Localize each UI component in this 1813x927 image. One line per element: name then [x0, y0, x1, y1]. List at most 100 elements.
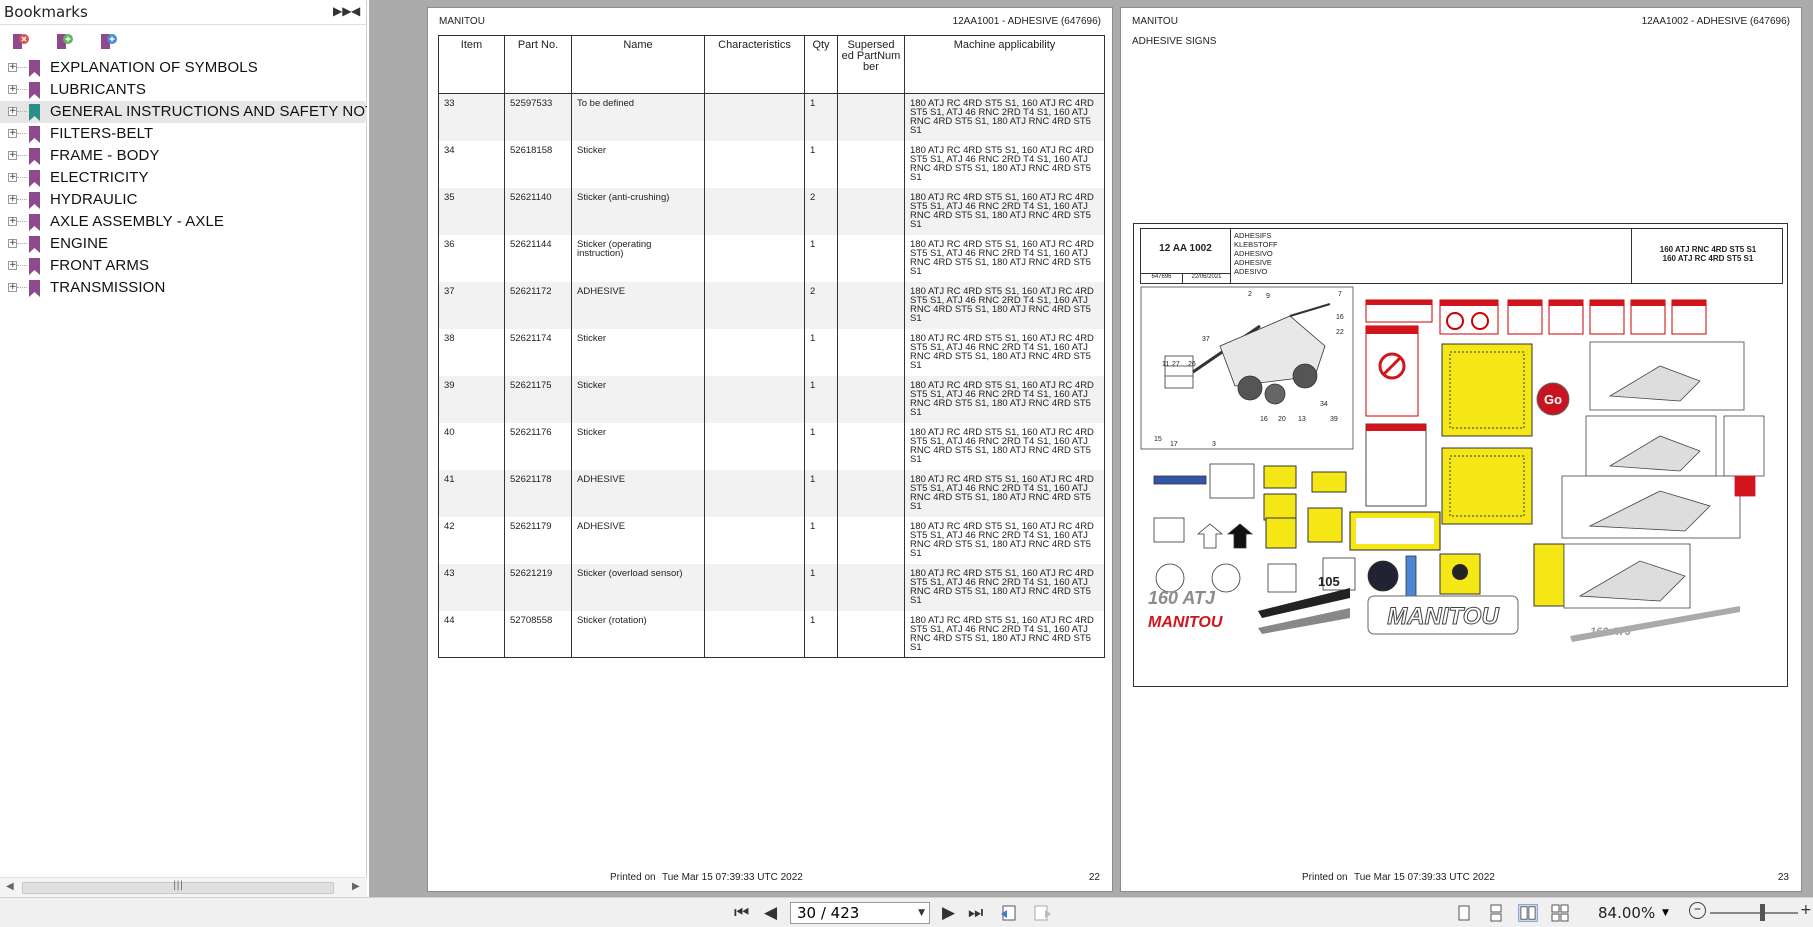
zoom-out-icon[interactable]: – — [1689, 902, 1706, 919]
svg-text:16: 16 — [1336, 314, 1344, 321]
scroll-right-icon[interactable]: ▶ — [352, 881, 360, 892]
single-page-view-icon[interactable] — [1454, 904, 1474, 922]
superseded-part-cell — [837, 375, 905, 423]
bookmark-item[interactable]: +FILTERS-BELT — [0, 123, 367, 145]
page-brand: MANITOU — [1132, 16, 1178, 27]
tree-connector — [17, 155, 27, 156]
bookmark-item[interactable]: +AXLE ASSEMBLY - AXLE — [0, 211, 367, 233]
drawing-code: 12 AA 1002 — [1141, 229, 1231, 273]
svg-text:11: 11 — [1162, 361, 1169, 368]
model-logo-grey: 160 ATJ — [1148, 588, 1216, 608]
printed-date: Tue Mar 15 07:39:33 UTC 2022 — [662, 872, 803, 883]
bookmark-item[interactable]: +FRONT ARMS — [0, 255, 367, 277]
bookmarks-header: Bookmarks ▶▶ ◀ — [0, 0, 366, 25]
machine-applicability-cell: 180 ATJ RC 4RD ST5 S1, 160 ATJ RC 4RD ST… — [904, 234, 1105, 282]
svg-text:3: 3 — [1212, 441, 1216, 448]
yellow-instruction-stickers — [1263, 343, 1565, 607]
bookmark-item[interactable]: +GENERAL INSTRUCTIONS AND SAFETY NOTICES — [0, 101, 367, 123]
scrollbar-thumb[interactable]: ||| — [22, 880, 334, 894]
last-page-icon[interactable]: ⏭ — [968, 903, 984, 923]
part-name-cell: Sticker — [571, 375, 705, 423]
quantity-cell: 1 — [804, 469, 838, 517]
bookmark-item[interactable]: + ELECTRICITY — [0, 167, 367, 189]
bookmark-item[interactable]: +EXPLANATION OF SYMBOLS — [0, 57, 367, 79]
go-sticker: Go — [1536, 382, 1570, 416]
zoom-level[interactable]: 84.00% — [1598, 904, 1656, 922]
machine-applicability-cell: 180 ATJ RC 4RD ST5 S1, 160 ATJ RC 4RD ST… — [904, 375, 1105, 423]
bookmark-flag-icon — [29, 236, 40, 253]
superseded-part-cell — [837, 281, 905, 329]
expand-icon[interactable]: + — [8, 84, 17, 94]
part-number-cell: 52621140 — [504, 187, 572, 235]
bookmark-flag-icon — [29, 82, 40, 99]
part-number-cell: 52621176 — [504, 422, 572, 470]
expand-panel-icon[interactable]: ▶▶ — [333, 4, 352, 18]
characteristics-cell — [704, 469, 805, 517]
part-name-cell: ADHESIVE — [571, 469, 705, 517]
bookmark-label: LUBRICANTS — [50, 81, 147, 98]
item-number-cell: 36 — [438, 234, 505, 282]
bookmark-item[interactable]: +FRAME - BODY — [0, 145, 367, 167]
sidebar-horizontal-scrollbar[interactable]: ◀ ||| ▶ — [0, 877, 367, 897]
item-number-cell: 33 — [438, 93, 505, 141]
expand-icon[interactable]: + — [8, 216, 17, 226]
two-page-view-icon[interactable] — [1518, 904, 1538, 922]
scroll-left-icon[interactable]: ◀ — [6, 881, 14, 892]
manitou-logo-red: MANITOU — [1148, 614, 1223, 631]
expand-icon[interactable]: + — [8, 194, 17, 204]
parts-table: Item Part No. Name Characteristics Qty S… — [438, 35, 1105, 658]
superseded-part-cell — [837, 93, 905, 141]
machine-applicability-cell: 180 ATJ RC 4RD ST5 S1, 160 ATJ RC 4RD ST… — [904, 610, 1105, 658]
item-number-cell: 38 — [438, 328, 505, 376]
collapse-panel-icon[interactable]: ◀ — [351, 4, 361, 18]
bookmark-item[interactable]: +HYDRAULIC — [0, 189, 367, 211]
quantity-cell: 1 — [804, 563, 838, 611]
next-page-icon[interactable]: ▶ — [942, 903, 956, 923]
expand-icon[interactable]: + — [8, 282, 17, 292]
go-back-view-icon[interactable] — [1000, 904, 1020, 922]
tree-connector — [17, 199, 27, 200]
expand-icon[interactable]: + — [8, 260, 17, 270]
item-number-cell: 43 — [438, 563, 505, 611]
page-number-input[interactable]: 30 / 423 ▼ — [790, 902, 930, 924]
delete-bookmark-icon[interactable] — [10, 31, 32, 53]
zoom-in-icon[interactable]: + — [1800, 902, 1812, 918]
bookmark-item[interactable]: + LUBRICANTS — [0, 79, 367, 101]
find-bookmark-icon[interactable] — [98, 31, 120, 53]
bookmark-item[interactable]: +ENGINE — [0, 233, 367, 255]
superseded-part-cell — [837, 610, 905, 658]
item-number-cell: 37 — [438, 281, 505, 329]
page-number: 22 — [1088, 872, 1100, 883]
two-page-continuous-view-icon[interactable] — [1550, 904, 1570, 922]
expand-icon[interactable]: + — [8, 62, 17, 72]
expand-icon[interactable]: + — [8, 172, 17, 182]
add-bookmark-icon[interactable] — [54, 31, 76, 53]
zoom-slider-handle[interactable] — [1760, 904, 1765, 921]
column-header: Name — [571, 35, 705, 94]
expand-icon[interactable]: + — [8, 106, 17, 116]
machine-applicability-cell: 180 ATJ RC 4RD ST5 S1, 160 ATJ RC 4RD ST… — [904, 187, 1105, 235]
printed-on-label: Printed on — [1302, 872, 1348, 883]
item-number-cell: 35 — [438, 187, 505, 235]
expand-icon[interactable]: + — [8, 128, 17, 138]
first-page-icon[interactable]: ⏮ — [734, 903, 750, 923]
bookmark-item[interactable]: +TRANSMISSION — [0, 277, 367, 299]
continuous-view-icon[interactable] — [1486, 904, 1506, 922]
drawing-ref: 647696 — [1141, 273, 1183, 284]
quantity-cell: 1 — [804, 375, 838, 423]
previous-page-icon[interactable]: ◀ — [764, 903, 778, 923]
zoom-slider-track[interactable] — [1710, 912, 1798, 914]
expand-icon[interactable]: + — [8, 150, 17, 160]
quantity-cell: 1 — [804, 234, 838, 282]
superseded-part-cell — [837, 516, 905, 564]
bookmark-label: ELECTRICITY — [50, 169, 149, 186]
go-forward-view-icon[interactable] — [1032, 904, 1052, 922]
zoom-dropdown-icon[interactable]: ▼ — [1662, 908, 1669, 918]
svg-text:15: 15 — [1154, 436, 1162, 443]
chevron-down-icon[interactable]: ▼ — [918, 908, 925, 918]
expand-icon[interactable]: + — [8, 238, 17, 248]
